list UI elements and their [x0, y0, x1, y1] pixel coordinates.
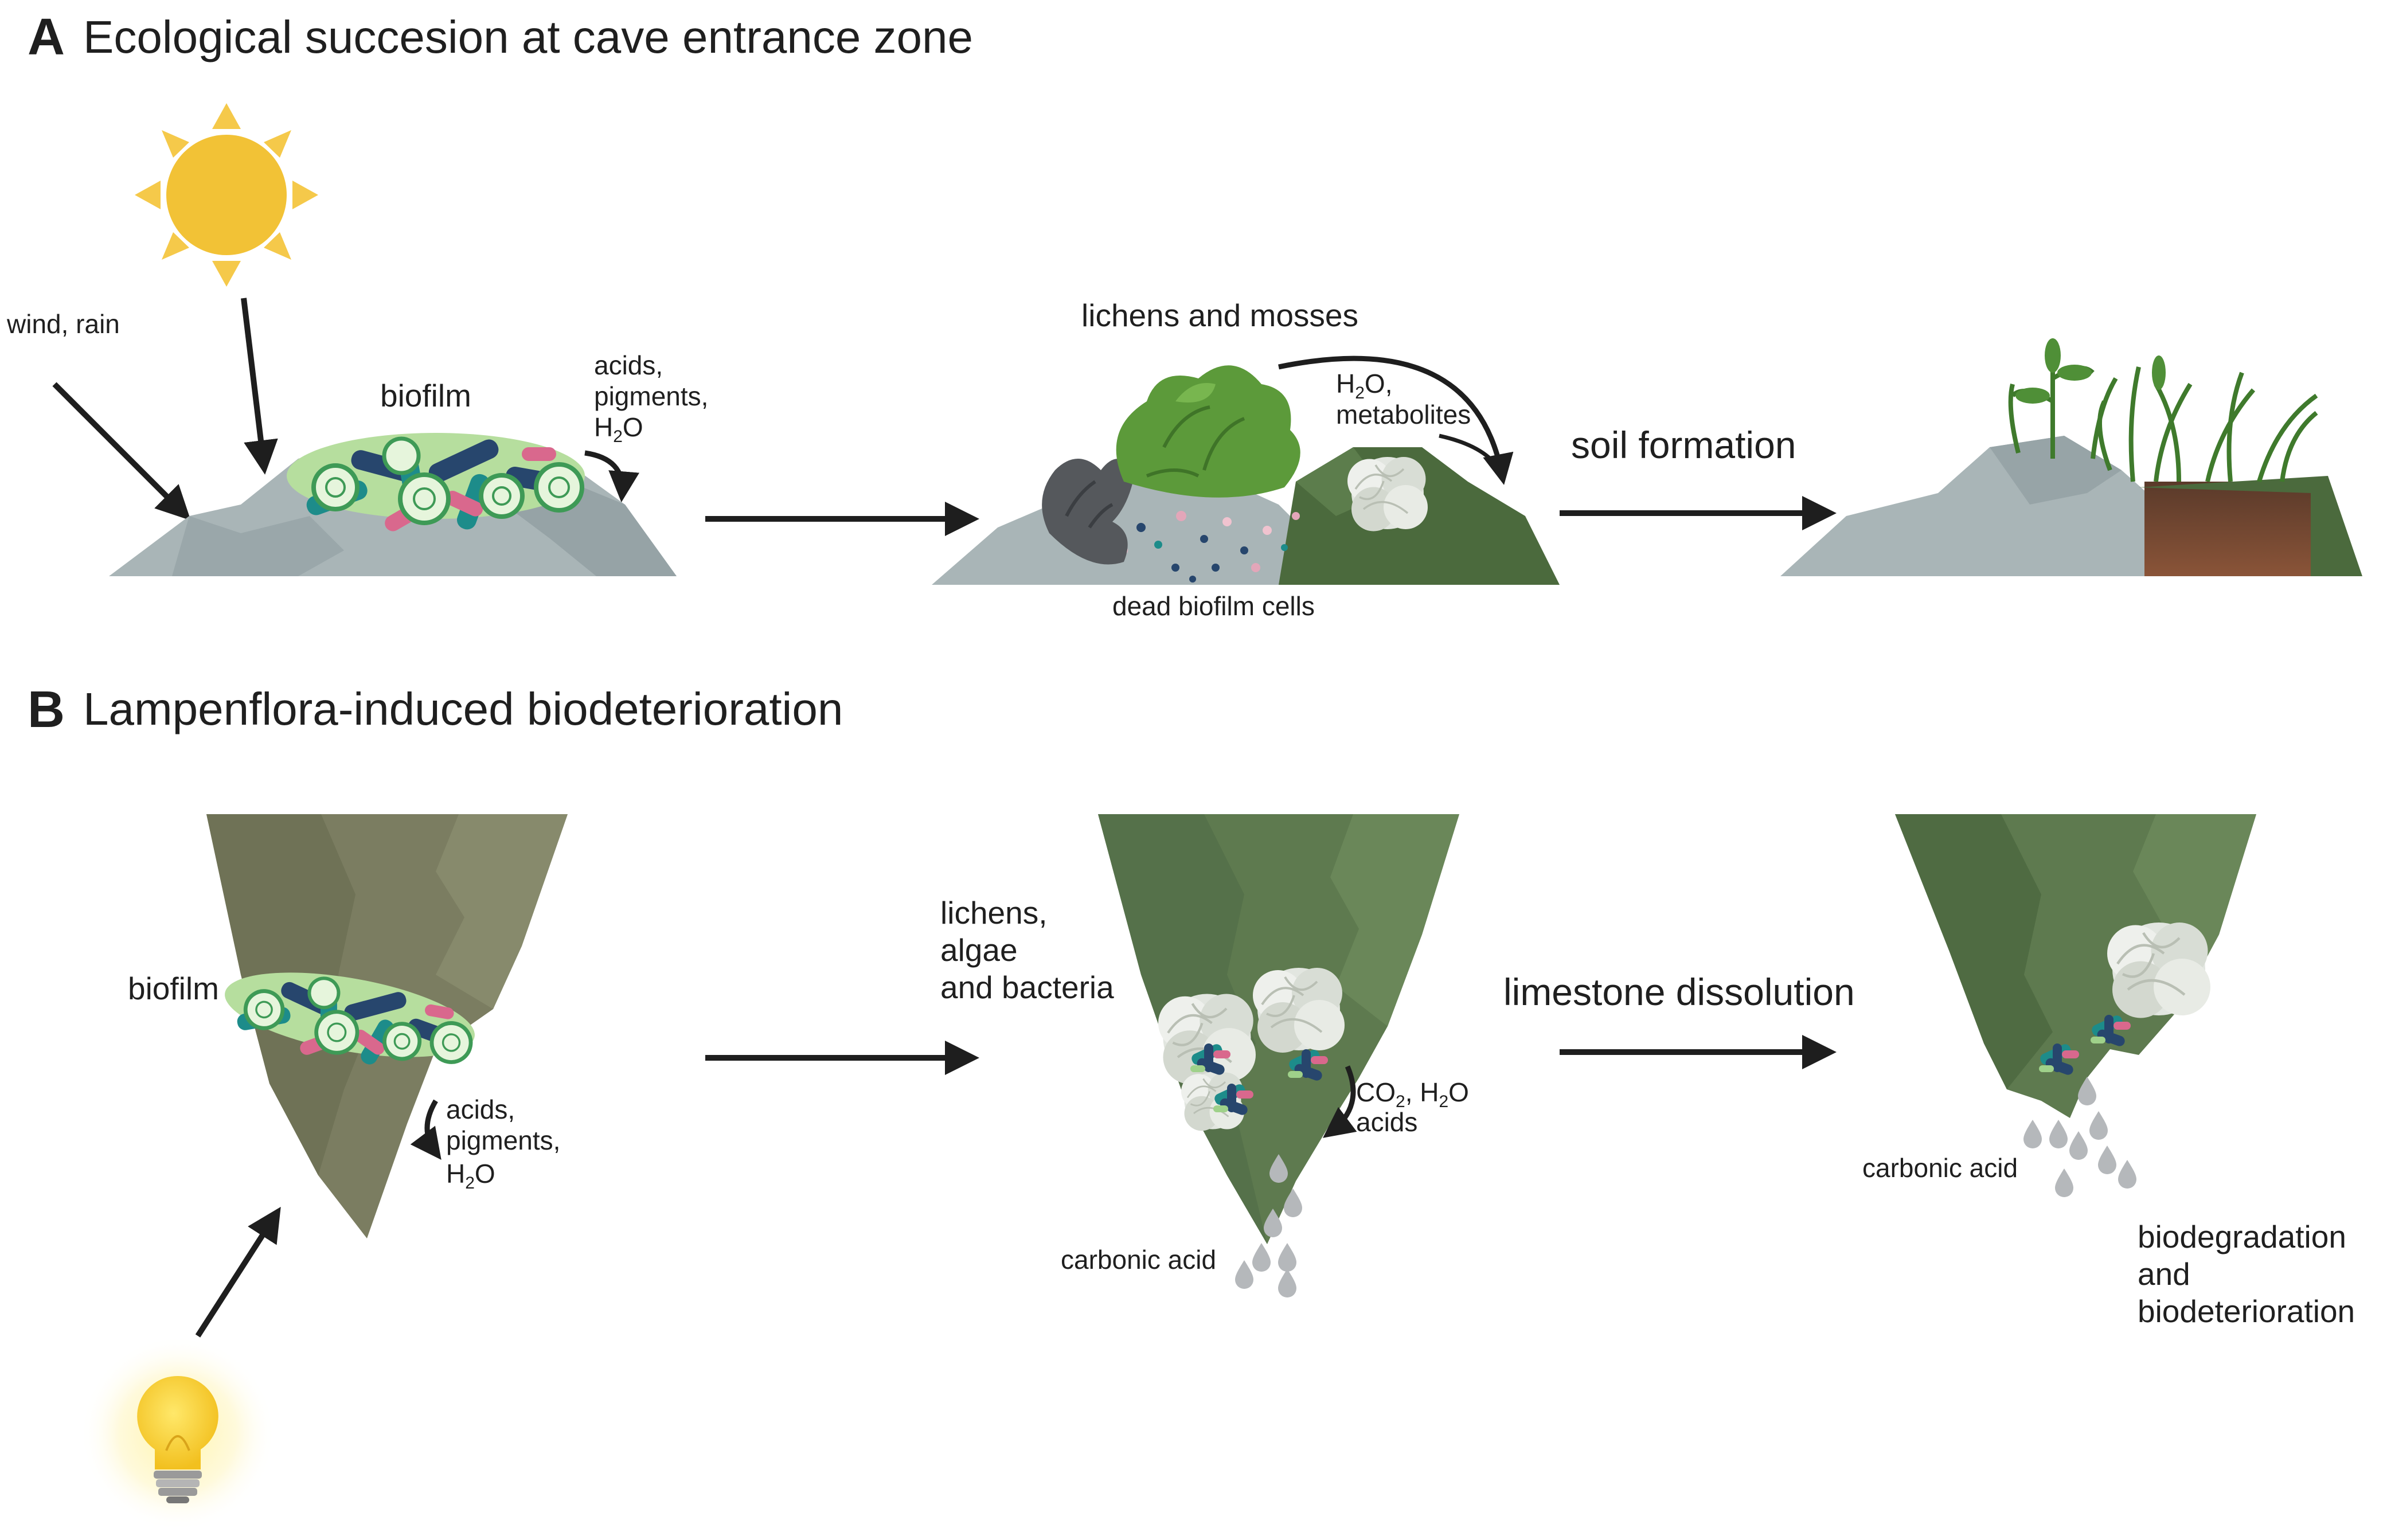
carbonic-acid-label-1: carbonic acid	[1061, 1245, 1217, 1275]
curved-arrow	[410, 1099, 442, 1160]
lichens-mosses-label: lichens and mosses	[1081, 298, 1359, 333]
h2o-label-b: H2O	[446, 1159, 495, 1193]
light-arrow	[195, 1206, 281, 1338]
curved-arrow	[1323, 1065, 1357, 1138]
lichen-icon	[1346, 456, 1429, 533]
curved-arrow	[1439, 433, 1505, 477]
soil-block	[2139, 476, 2362, 576]
acids-pigments-label: acids, pigments,	[594, 350, 709, 412]
biodegradation-label: biodegradation and biodeterioration	[2138, 1219, 2355, 1329]
lichen-icon	[1042, 459, 1135, 565]
curved-arrow	[584, 450, 640, 503]
lichens-algae-bacteria-label: lichens, algae and bacteria	[940, 895, 1114, 1005]
soil-formation-label: soil formation	[1571, 424, 1796, 466]
panel-a-title: Ecological succesion at cave entrance zo…	[83, 11, 974, 62]
wind-rain-arrow	[52, 382, 191, 521]
panel-b-letter: B	[28, 681, 65, 738]
acids-label: acids	[1356, 1107, 1418, 1137]
dead-biofilm-cells	[1120, 511, 1300, 583]
moss-icon	[1116, 365, 1300, 498]
rock-icon	[1780, 436, 2225, 576]
lichen-icon	[2107, 923, 2210, 1018]
plant-icon	[2015, 338, 2166, 404]
wind-rain-label: wind, rain	[7, 309, 120, 339]
acids-pigments-label-b: acids, pigments,	[446, 1095, 561, 1156]
panel-b-title: Lampenflora-induced biodeterioration	[83, 683, 843, 734]
curved-arrow	[1278, 355, 1514, 485]
co2-h2o-label: CO2, H2O	[1356, 1077, 1469, 1112]
metabolites-label: metabolites	[1336, 400, 1471, 429]
limestone-dissolution-label: limestone dissolution	[1503, 971, 1855, 1013]
biofilm-label: biofilm	[380, 378, 471, 413]
panel-a-letter: A	[28, 9, 65, 66]
h2o-label: H2O	[594, 412, 643, 447]
carbonic-acid-label-2: carbonic acid	[1862, 1153, 2018, 1183]
lichen-icon	[1253, 968, 1345, 1053]
sunlight-arrow	[241, 298, 278, 475]
dead-biofilm-cells-label: dead biofilm cells	[1112, 591, 1315, 621]
h2o-metabolites-label: H2O,	[1336, 369, 1393, 403]
biofilm-label-b: biofilm	[128, 971, 219, 1006]
sun-icon	[135, 103, 318, 287]
light-bulb-icon	[80, 1336, 275, 1531]
